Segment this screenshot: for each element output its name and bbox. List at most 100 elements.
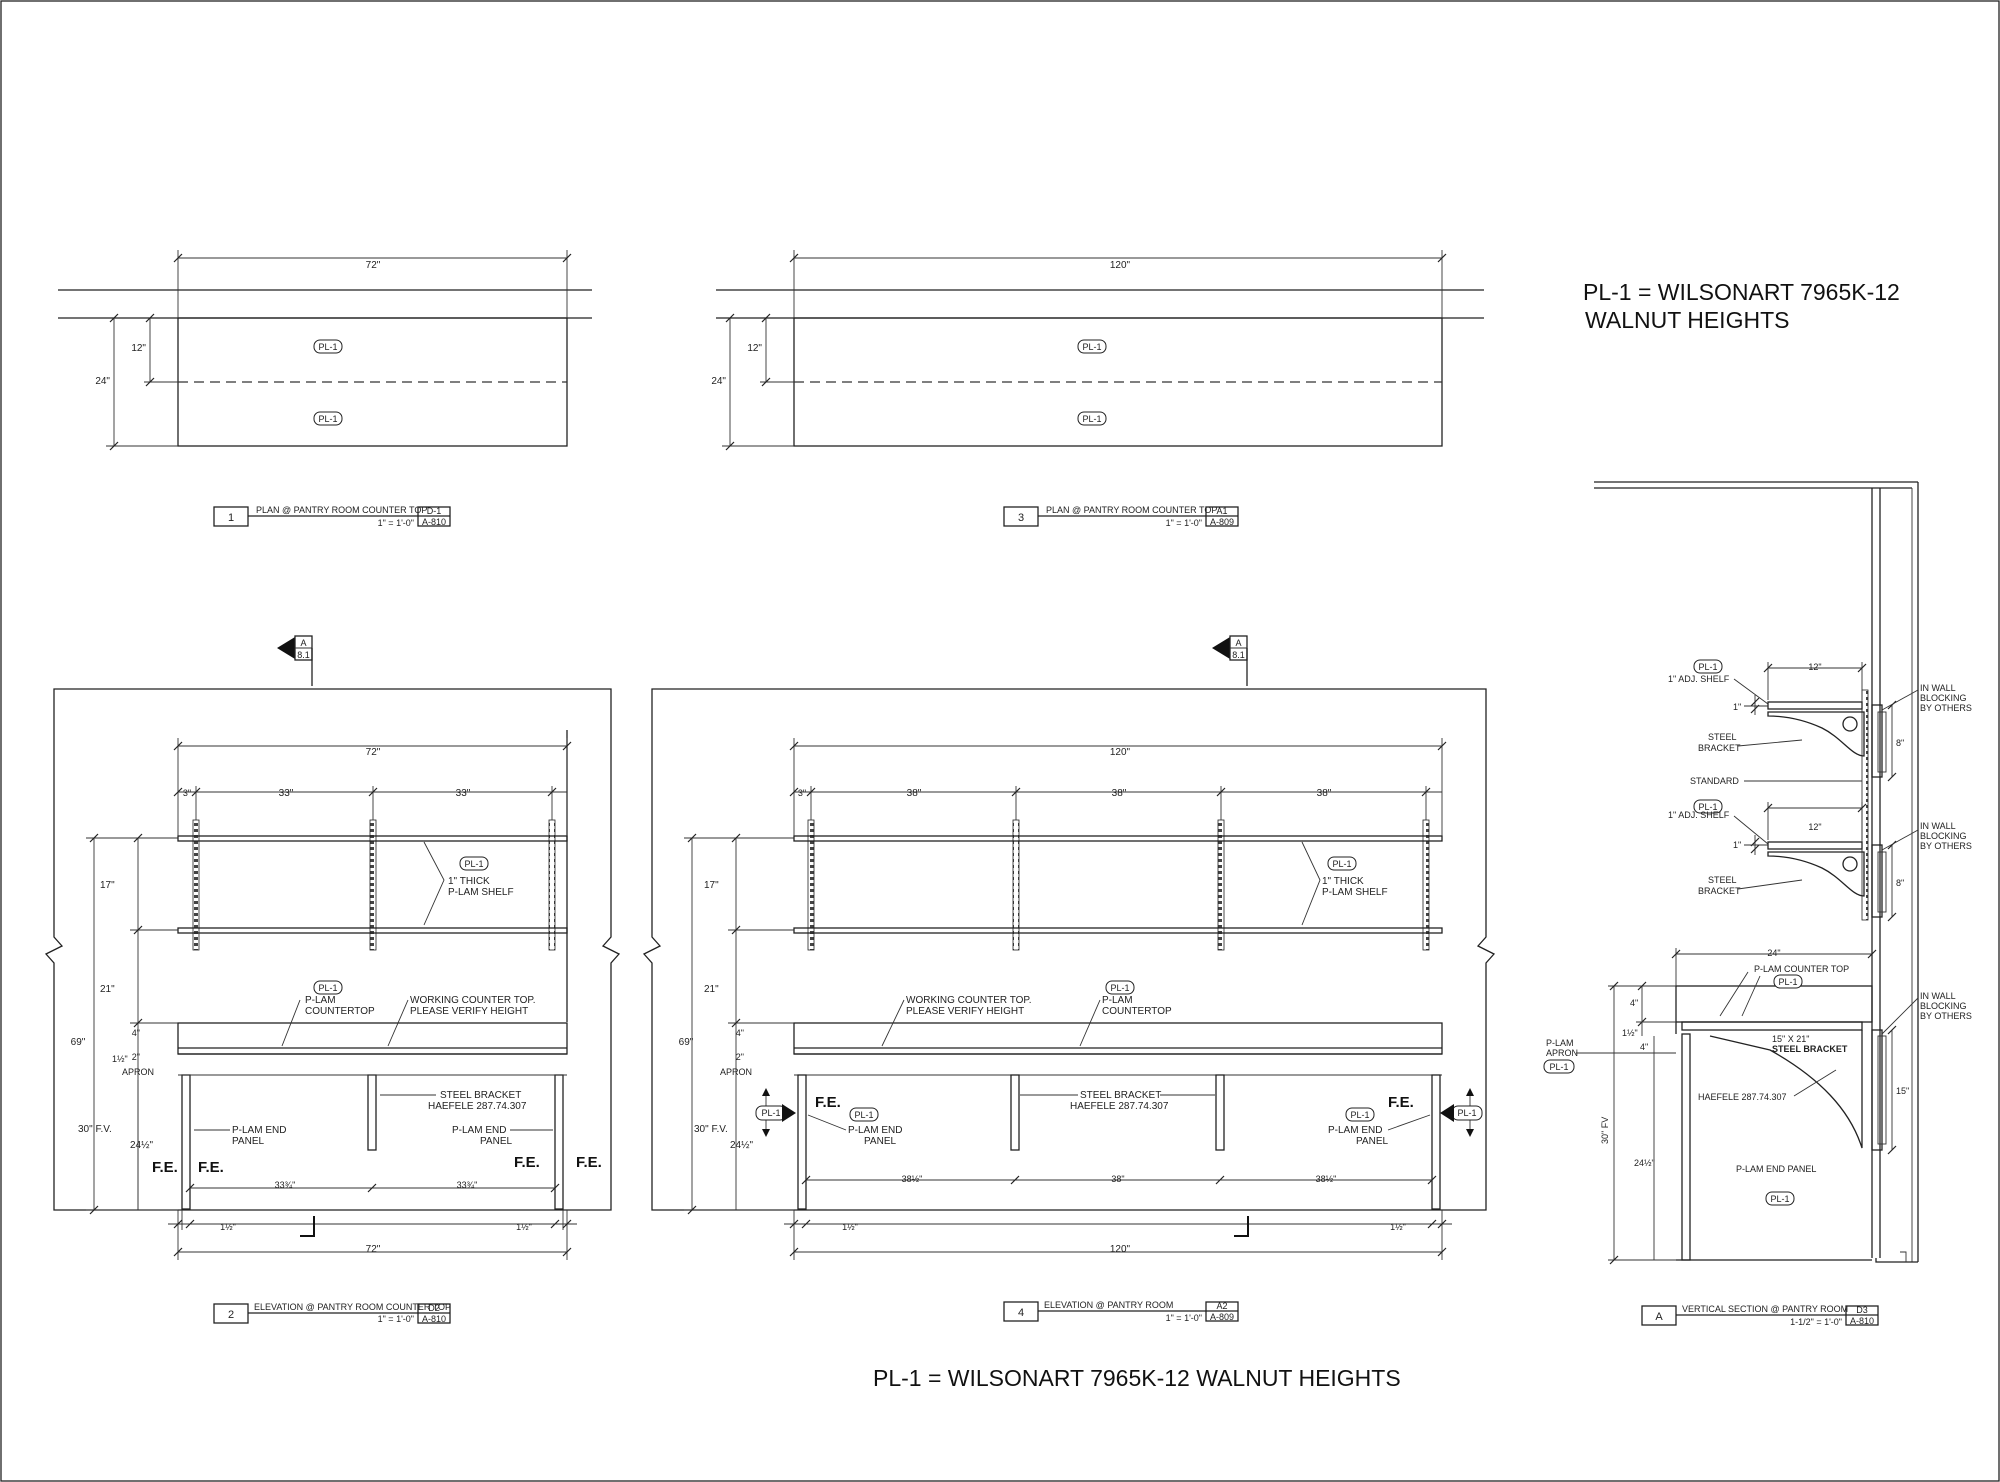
plan-half-dimension: 12": [131, 343, 146, 354]
svg-text:A1: A1: [1216, 506, 1227, 516]
elevation-4-drawing: 120" 3" 38" 38" 38" 69" 17" 21" 4" 2" AP…: [642, 688, 1496, 1260]
svg-text:PL-1: PL-1: [318, 414, 337, 424]
shelf-standard: [1422, 819, 1430, 951]
lower-shelf: [177, 927, 568, 934]
title-scale: 1" = 1'-0": [378, 1314, 414, 1324]
pl1-tag: [1773, 974, 1803, 989]
pl1-tag: [1105, 980, 1135, 995]
svg-text:STEEL BRACKET: STEEL BRACKET: [1772, 1044, 1848, 1054]
fire-extinguisher-label: F.E.: [1388, 1094, 1414, 1111]
svg-text:1": 1": [1733, 702, 1741, 712]
lower-shelf: [793, 927, 1443, 934]
svg-text:1½": 1½": [1622, 1028, 1638, 1038]
svg-text:4: 4: [1018, 1307, 1024, 1319]
svg-text:BRACKET: BRACKET: [1698, 743, 1741, 753]
pl1-tag: [1543, 1059, 1575, 1074]
svg-text:APRON: APRON: [122, 1067, 154, 1077]
svg-text:BY OTHERS: BY OTHERS: [1920, 703, 1972, 713]
upper-shelf: [793, 835, 1443, 842]
svg-text:1" ADJ. SHELF: 1" ADJ. SHELF: [1668, 810, 1730, 820]
svg-text:COUNTERTOP: COUNTERTOP: [1102, 1006, 1172, 1017]
svg-text:P-LAM END: P-LAM END: [232, 1125, 286, 1136]
svg-text:A-809: A-809: [1210, 517, 1234, 527]
svg-text:38": 38": [907, 788, 922, 799]
svg-text:STANDARD: STANDARD: [1690, 776, 1739, 786]
svg-text:PL-1: PL-1: [1082, 342, 1101, 352]
svg-text:P-LAM: P-LAM: [305, 995, 336, 1006]
svg-text:1" ADJ. SHELF: 1" ADJ. SHELF: [1668, 674, 1730, 684]
plan-1-drawing: 72" 24" 12" PL-1 PL-1: [58, 250, 592, 451]
svg-text:APRON: APRON: [1546, 1048, 1578, 1058]
svg-text:120": 120": [1110, 1244, 1131, 1255]
svg-text:A: A: [1235, 638, 1241, 648]
adj-shelf-lower: [1767, 841, 1863, 850]
svg-text:A: A: [1655, 1311, 1663, 1323]
svg-text:38½": 38½": [1316, 1174, 1337, 1184]
pl1-tag: [313, 339, 343, 354]
svg-text:A-810: A-810: [422, 1314, 446, 1324]
svg-text:33": 33": [456, 788, 471, 799]
svg-text:33¾": 33¾": [457, 1180, 478, 1190]
svg-text:1": 1": [1733, 840, 1741, 850]
material-note-line2: WALNUT HEIGHTS: [1585, 307, 1789, 333]
svg-text:3: 3: [1018, 512, 1024, 524]
svg-text:P-LAM SHELF: P-LAM SHELF: [1322, 887, 1388, 898]
height-69: 69": [71, 1037, 86, 1048]
fire-extinguisher-label: F.E.: [576, 1154, 602, 1171]
svg-text:BLOCKING: BLOCKING: [1920, 693, 1967, 703]
svg-text:A2: A2: [1216, 1301, 1227, 1311]
svg-text:1½": 1½": [220, 1222, 236, 1232]
svg-text:8": 8": [1896, 878, 1904, 888]
svg-text:PL-1: PL-1: [761, 1108, 780, 1118]
side-view-marker-right: PL-1: [1440, 1088, 1483, 1137]
elevation-2-drawing: 72" 3" 33" 33" 69" 17" 21" 4" 1½" 2" APR…: [44, 688, 621, 1260]
svg-text:PL-1: PL-1: [1778, 977, 1797, 987]
svg-text:BLOCKING: BLOCKING: [1920, 831, 1967, 841]
svg-text:2: 2: [228, 1309, 234, 1321]
svg-text:24½": 24½": [1634, 1158, 1655, 1168]
svg-text:12": 12": [1808, 822, 1821, 832]
svg-text:1" THICK: 1" THICK: [448, 876, 490, 887]
svg-text:4": 4": [1640, 1042, 1648, 1052]
plan-width-dimension: 120": [1110, 260, 1131, 271]
steel-bracket: [367, 1074, 377, 1151]
svg-text:P-LAM END: P-LAM END: [1328, 1125, 1382, 1136]
svg-text:PANEL: PANEL: [232, 1136, 264, 1147]
shelf-standard: [548, 819, 556, 951]
pl1-tag: [313, 980, 343, 995]
svg-text:15": 15": [1896, 1086, 1909, 1096]
blocking-counter: [1871, 1029, 1883, 1151]
svg-text:P-LAM END PANEL: P-LAM END PANEL: [1736, 1164, 1816, 1174]
svg-text:BY OTHERS: BY OTHERS: [1920, 1011, 1972, 1021]
svg-text:38": 38": [1112, 788, 1127, 799]
svg-text:A: A: [300, 638, 306, 648]
material-note-line1: PL-1 = WILSONART 7965K-12: [1583, 279, 1900, 305]
svg-text:4": 4": [736, 1028, 744, 1038]
svg-text:STEEL BRACKET: STEEL BRACKET: [1080, 1090, 1161, 1101]
svg-text:8.1: 8.1: [1232, 650, 1245, 660]
height-30-fv: 30" F.V.: [78, 1124, 112, 1135]
svg-text:3": 3": [798, 788, 806, 798]
shelf-bracket-lower: [1767, 851, 1865, 897]
svg-text:24½": 24½": [730, 1140, 753, 1151]
overall-width-dimension: 120": [1110, 747, 1131, 758]
adj-shelf-upper: [1767, 701, 1863, 710]
steel-bracket: [1010, 1074, 1020, 1151]
svg-text:P-LAM COUNTER TOP: P-LAM COUNTER TOP: [1754, 964, 1849, 974]
svg-text:PL-1: PL-1: [1082, 414, 1101, 424]
svg-text:15" X 21": 15" X 21": [1772, 1034, 1809, 1044]
svg-text:33": 33": [279, 788, 294, 799]
plan-1-title-block: 1 PLAN @ PANTRY ROOM COUNTER TOP 1" = 1'…: [213, 505, 451, 528]
svg-text:1½": 1½": [516, 1222, 532, 1232]
svg-text:33¾": 33¾": [275, 1180, 296, 1190]
end-panel-left: [797, 1074, 807, 1210]
elevation-2-title-block: 2 ELEVATION @ PANTRY ROOM COUNTER TOP 1"…: [213, 1302, 451, 1324]
steel-bracket: [1215, 1074, 1225, 1151]
section-marker-elev-4: A 8.1: [1212, 635, 1248, 686]
svg-text:PANEL: PANEL: [480, 1136, 512, 1147]
svg-text:38½": 38½": [902, 1174, 923, 1184]
svg-text:PANEL: PANEL: [864, 1136, 896, 1147]
steel-bracket-arm: [1681, 1021, 1863, 1031]
svg-text:IN WALL: IN WALL: [1920, 991, 1956, 1001]
